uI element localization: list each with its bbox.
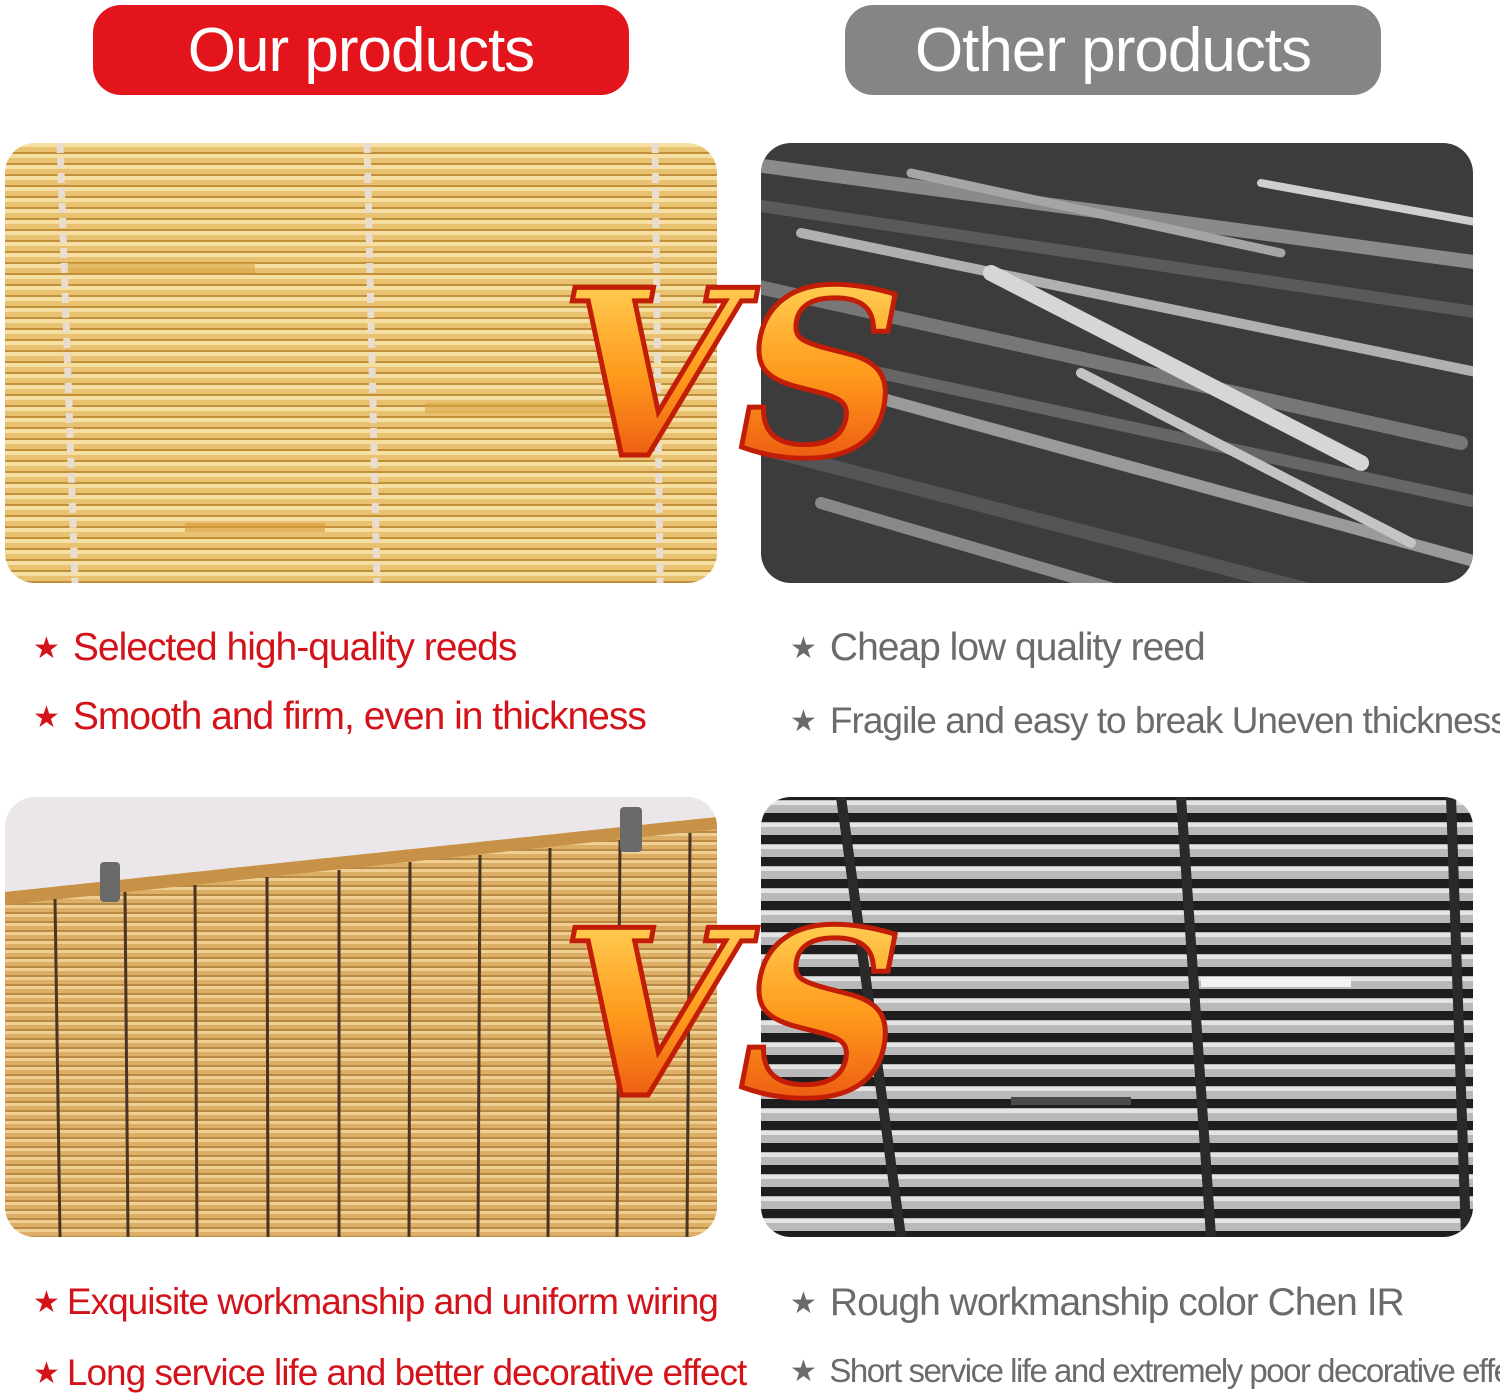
other-point-2-text: Fragile and easy to break Uneven thickne… [829, 700, 1500, 741]
star-icon: ★ [790, 631, 817, 665]
other-products-label: Other products [845, 5, 1381, 95]
our-products-text: Our products [187, 15, 535, 85]
other-point-3-text: Rough workmanship color Chen IR [829, 1281, 1405, 1324]
other-point-1-text: Cheap low quality reed [829, 626, 1206, 669]
other-point-4: ★ Short service life and extremely poor … [790, 1352, 1500, 1390]
star-icon: ★ [33, 1285, 60, 1319]
star-icon: ★ [33, 700, 60, 734]
our-point-3-text: Exquisite workmanship and uniform wiring [66, 1281, 719, 1322]
other-point-3: ★ Rough workmanship color Chen IR [790, 1281, 1405, 1325]
our-point-1-text: Selected high-quality reeds [72, 626, 517, 669]
other-point-2: ★ Fragile and easy to break Uneven thick… [790, 700, 1500, 742]
other-reed-photo-top [761, 143, 1473, 583]
our-point-4: ★ Long service life and better decorativ… [33, 1352, 747, 1394]
other-point-4-text: Short service life and extremely poor de… [829, 1352, 1500, 1389]
our-reed-photo-bottom [5, 797, 717, 1237]
our-point-1: ★ Selected high-quality reeds [33, 626, 517, 670]
star-icon: ★ [790, 1286, 817, 1320]
star-icon: ★ [790, 704, 817, 738]
our-point-2: ★ Smooth and firm, even in thickness [33, 695, 647, 739]
our-point-4-text: Long service life and better decorative … [66, 1352, 747, 1393]
our-point-2-text: Smooth and firm, even in thickness [72, 695, 647, 738]
star-icon: ★ [33, 1356, 60, 1390]
star-icon: ★ [790, 1354, 817, 1388]
our-point-3: ★ Exquisite workmanship and uniform wiri… [33, 1281, 719, 1323]
other-products-text: Other products [914, 15, 1312, 85]
our-reed-photo-top [5, 143, 717, 583]
our-products-label: Our products [93, 5, 629, 95]
other-point-1: ★ Cheap low quality reed [790, 626, 1206, 670]
star-icon: ★ [33, 631, 60, 665]
other-reed-photo-bottom [761, 797, 1473, 1237]
